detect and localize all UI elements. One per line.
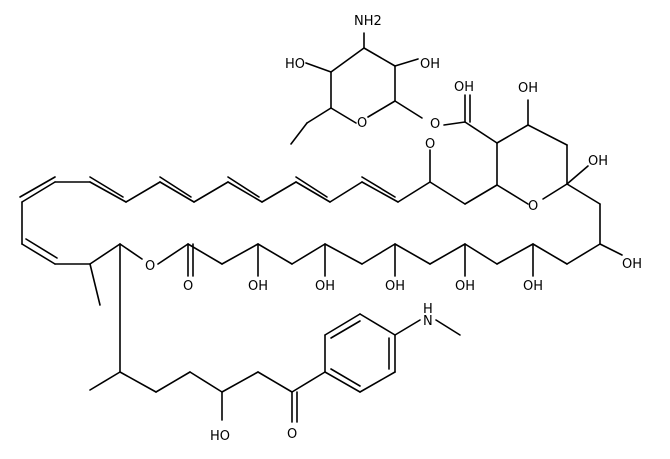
benzene-ring: [324, 313, 461, 393]
label-oh-1: OH: [248, 279, 268, 294]
label-oh-2: OH: [315, 279, 335, 294]
label-sugar-ho: HO: [285, 57, 305, 72]
polyene-chain: [19, 176, 431, 306]
label-glycoside-o: O: [425, 137, 435, 152]
label-sugar-ring-o: O: [357, 116, 367, 131]
label-nh2: NH2: [354, 14, 382, 29]
label-ester-carbonyl-o: O: [183, 279, 193, 294]
label-oh-5: OH: [523, 279, 543, 294]
label-pyran-ring-o: O: [528, 199, 538, 214]
label-oh-3: OH: [385, 279, 405, 294]
amino-sugar-ring: [290, 32, 431, 183]
label-sidechain-ho: HO: [210, 429, 230, 444]
label-nh-n: N: [423, 314, 433, 329]
label-oh-6: OH: [622, 257, 642, 272]
label-acid-o: O: [430, 117, 440, 132]
macrolactone-bottom: [119, 243, 601, 277]
label-nh-h: H: [423, 302, 433, 317]
label-oh-4: OH: [455, 279, 475, 294]
label-ester-o: O: [145, 259, 155, 274]
label-acid-oh: OH: [454, 80, 474, 95]
label-sugar-oh: OH: [420, 57, 440, 72]
label-pyran-oh: OH: [518, 81, 538, 96]
side-chain: [89, 243, 326, 423]
label-ketone-o: O: [287, 427, 297, 442]
pyran-ring: [429, 94, 623, 256]
atom-labels: NH2 HO OH O O OH O OH O OH O O OH OH OH …: [145, 14, 642, 444]
label-hemiketal-oh: OH: [588, 154, 608, 169]
